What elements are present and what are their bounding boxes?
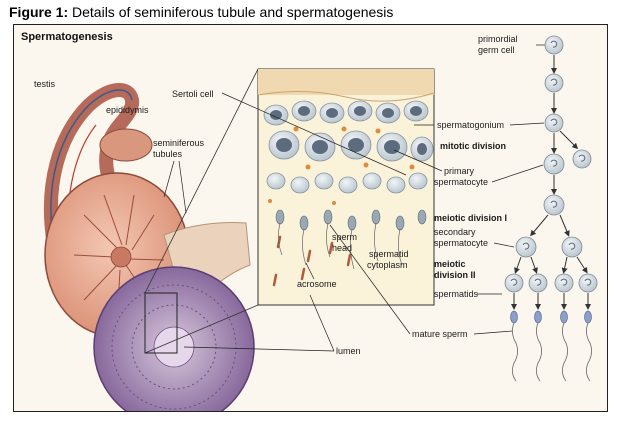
epididymis-shape (43, 83, 153, 256)
label-acrosome: acrosome (297, 279, 337, 289)
label-division-2: division II (434, 270, 476, 280)
label-cytoplasm: cytoplasm (367, 260, 408, 270)
label-spermatogonium: spermatogonium (437, 120, 504, 130)
caption-text: Details of seminiferous tubule and sperm… (68, 4, 394, 20)
label-spermatids: spermatids (434, 289, 479, 299)
label-secondary-spermatocyte: spermatocyte (434, 238, 488, 248)
label-sertoli-cell: Sertoli cell (172, 89, 214, 99)
label-seminiferous: seminiferous (153, 138, 205, 148)
label-spermatid: spermatid (369, 249, 409, 259)
label-germ-cell: germ cell (478, 45, 515, 55)
label-primary: primary (444, 166, 475, 176)
tubule-cross-section (93, 266, 255, 411)
label-mitotic-division: mitotic division (440, 141, 506, 151)
label-testis: testis (34, 79, 56, 89)
label-primary-spermatocyte: spermatocyte (434, 177, 488, 187)
figure-caption: Figure 1: Details of seminiferous tubule… (9, 4, 393, 20)
spermatogenesis-diagram: Spermatogenesis (21, 31, 598, 411)
label-lumen: lumen (336, 346, 361, 356)
label-meiotic: meiotic (434, 259, 466, 269)
label-epididymis: epididymis (106, 105, 149, 115)
diagram-title: Spermatogenesis (21, 31, 113, 43)
lineage-cells (504, 35, 598, 293)
label-sperm: sperm (332, 232, 357, 242)
label-head: head (332, 243, 352, 253)
label-primordial: primordial (478, 34, 518, 44)
label-secondary: secondary (434, 227, 476, 237)
label-tubules: tubules (153, 149, 183, 159)
label-meiotic-division-1: meiotic division I (434, 213, 507, 223)
caption-prefix: Figure 1: (9, 4, 69, 20)
label-mature-sperm: mature sperm (412, 329, 468, 339)
magnified-panel (257, 68, 435, 306)
diagram-frame: Spermatogenesis (13, 24, 608, 412)
